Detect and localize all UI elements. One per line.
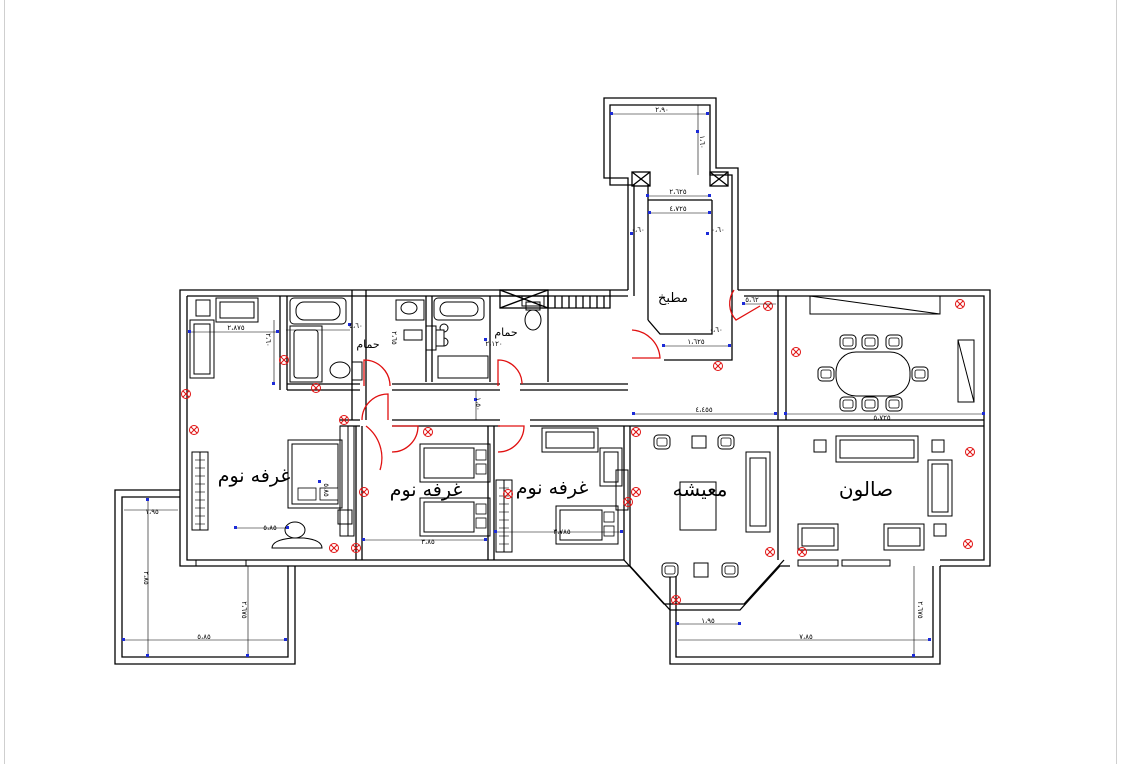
room-label-kitchen: مطبخ [658, 291, 688, 306]
dim-bed2-bottom: ٣،٨٥ [421, 538, 435, 546]
dim-balcony-l-top: ١،٩٥ [145, 508, 159, 516]
room-label-living: معيشه [673, 477, 728, 501]
windows [191, 295, 975, 567]
dim-kitchen-c: ٠،٦٠ [631, 226, 645, 234]
outer-wall [179, 289, 631, 567]
dim-bath2-w: ٢،١٢٠ [485, 340, 502, 348]
chairs [653, 334, 929, 578]
sheet-edge-right [1116, 0, 1117, 764]
dimension-labels: ٢،٩٠ ١،٦٠ ٢،٦٢٥ ٤،٧٢٥ ٠،٦٠ ٠،٦٠ ٠،٦٠ ١،٦… [142, 106, 924, 641]
room-label-bath-2: حمام [494, 326, 517, 339]
left-balcony-wall [114, 489, 296, 665]
dimension-lines [124, 105, 984, 656]
room-label-salon: صالون [839, 477, 893, 501]
room-label-bath-1: حمام [356, 338, 379, 351]
dim-balcony-r-side: ٢،٦٧٥ [916, 601, 924, 619]
room-labels: حمام حمام مطبخ غرفه نوم غرفه نوم غرفه نو… [218, 291, 893, 501]
dim-kitchen-d: ٠،٦٠ [711, 226, 725, 234]
dim-kitchen-f: ١،٦٢٥ [687, 338, 705, 346]
dim-salon-w: ٥،٧٢٥ [873, 414, 891, 422]
dim-bath1-w: ٥،٦٠ [349, 322, 363, 330]
dim-corridor: ١،٥٠ [474, 397, 482, 411]
dim-living-w: ٤،٤٥٥ [695, 406, 713, 414]
dim-wall-a: ٥،٦٢ [745, 296, 759, 304]
doors [361, 289, 761, 471]
dim-balcony-r-a: ١،٩٥ [701, 617, 715, 625]
right-balcony-wall [669, 566, 941, 665]
room-label-bedroom-3: غرفه نوم [516, 477, 589, 499]
room-label-bedroom-2: غرفه نوم [390, 479, 463, 501]
dim-bed1-side: ٢،٦٠ [264, 333, 272, 347]
walls [114, 97, 991, 665]
dim-balcony-l-side2: ٢،٦٧٥ [240, 601, 248, 619]
dim-bed1-side2: ٥،٨٥ [322, 483, 330, 497]
dim-bath1-side: ٢،٦٥ [390, 331, 398, 345]
sheet-edge-left [4, 0, 5, 764]
dim-balcony-l-side: ٢،٨٥ [142, 571, 150, 585]
dim-bed1-top: ٢،٨٧٥ [227, 324, 245, 332]
kitchen-outer-wall [603, 97, 739, 290]
dim-balcony-r-b: ٧،٨٥ [799, 633, 813, 641]
dim-kitchen-b: ٤،٧٢٥ [669, 205, 687, 213]
dim-kitchen-side: ١،٦٠ [698, 135, 706, 149]
furniture [189, 295, 953, 551]
dim-balcony-l-bottom: ٥،٨٥ [197, 633, 211, 641]
dim-bed3-bottom: ٣،٧٨٥ [553, 528, 571, 536]
dim-kitchen-e: ٠،٦٠ [709, 326, 723, 334]
dim-bed1-bottom: ٥،٨٥ [263, 524, 277, 532]
dimension-ticks [122, 112, 985, 657]
room-label-bedroom-1: غرفه نوم [218, 465, 291, 487]
dim-kitchen-a: ٢،٦٢٥ [669, 188, 687, 196]
dim-kitchen-top: ٢،٩٠ [655, 106, 669, 114]
